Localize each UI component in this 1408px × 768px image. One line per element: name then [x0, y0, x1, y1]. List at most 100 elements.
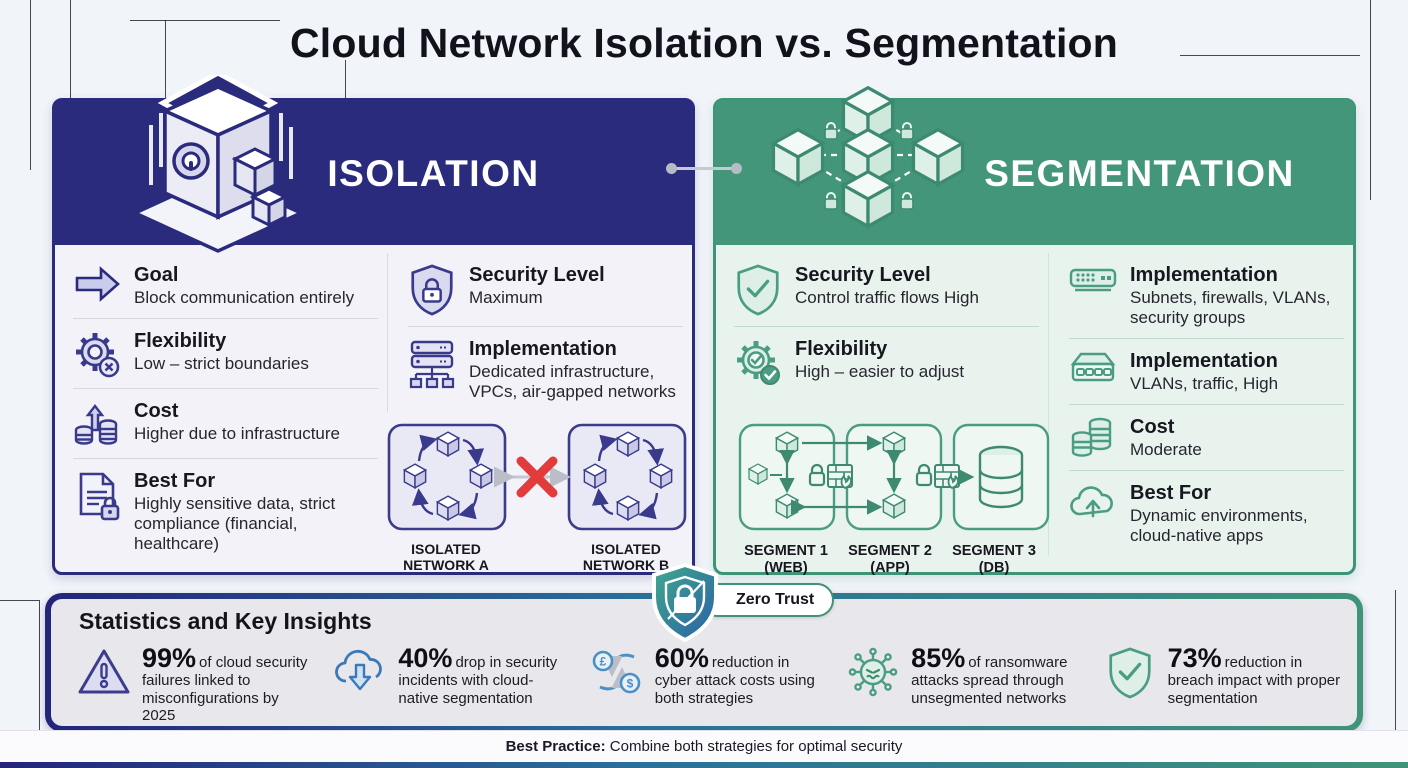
database-icon: [978, 445, 1024, 509]
feature-desc: VLANs, traffic, High: [1130, 374, 1279, 394]
segmentation-features-left: Security Level Control traffic flows Hig…: [734, 253, 1039, 396]
feature-desc: Subnets, firewalls, VLANs, security grou…: [1130, 288, 1331, 328]
isolation-panel: ISOLATION Goal Block communication entir…: [52, 75, 695, 575]
stat-incident-drop: 40%drop in security incidents with cloud…: [323, 645, 579, 725]
lock-icon: [915, 463, 933, 487]
panel-connector-line: [666, 163, 742, 174]
feature-title: Implementation: [1130, 350, 1278, 373]
isolated-network-b-label: ISOLATED NETWORK B: [582, 541, 670, 574]
feature-title: Implementation: [469, 338, 617, 360]
vault-safe-icon: [130, 75, 306, 253]
feature-best-for: Best For Highly sensitive data, strict c…: [73, 458, 378, 564]
segment-1-label: SEGMENT 1(WEB): [744, 543, 828, 576]
feature-flexibility: Flexibility High – easier to adjust: [734, 326, 1039, 396]
stat-text: 73%reduction in breach impact with prope…: [1167, 643, 1341, 707]
feature-title: Flexibility: [795, 338, 888, 360]
currency-exchange-icon: £ $: [592, 650, 641, 694]
stat-text: 60%reduction in cyber attack costs using…: [654, 643, 815, 707]
server-rack-icon: [409, 340, 455, 389]
bg-circuit-line: [165, 20, 166, 115]
firewall-icon: [934, 464, 960, 489]
isolation-features-left: Goal Block communication entirely Flexib…: [73, 253, 378, 564]
feature-goal: Goal Block communication entirely: [73, 253, 378, 318]
bg-circuit-line: [1395, 590, 1396, 760]
isolation-diagram: ISOLATED NETWORK A ISOLATED NETWORK B: [387, 423, 687, 573]
svg-text:£: £: [599, 655, 606, 669]
best-practice-text: Combine both strategies for optimal secu…: [605, 738, 903, 755]
feature-security-level: Security Level Control traffic flows Hig…: [734, 253, 1039, 326]
coins-stack-icon: [1071, 417, 1112, 457]
bottom-accent-bar: [0, 762, 1408, 768]
document-lock-icon: [79, 472, 120, 521]
firewall-icon: [827, 464, 853, 489]
cloud-up-icon: [1070, 486, 1113, 518]
feature-desc: Dynamic environments, cloud-native apps: [1130, 506, 1308, 546]
arrow-right-icon: [75, 266, 120, 302]
shield-check-badge-icon: [1108, 647, 1151, 699]
bg-circuit-line: [1180, 55, 1360, 56]
shield-lock-icon: [411, 264, 453, 316]
feature-title: Security Level: [795, 264, 931, 286]
feature-title: Best For: [1130, 482, 1212, 505]
segments-graphic: [738, 423, 1050, 531]
bg-circuit-line: [1370, 0, 1371, 200]
feature-best-for: Best For Dynamic environments, cloud-nat…: [1069, 470, 1344, 556]
segmentation-panel: SEGMENTATION Security Level Control traf…: [713, 86, 1356, 576]
feature-title: Security Level: [469, 264, 605, 286]
bg-circuit-line: [30, 0, 31, 170]
ransomware-virus-icon: [848, 647, 898, 697]
feature-implementation-1: Implementation Subnets, firewalls, VLANs…: [1069, 253, 1344, 338]
blocked-link: [494, 456, 571, 498]
feature-title: Goal: [134, 264, 179, 286]
isolation-title: ISOLATION: [327, 152, 540, 194]
stat-text: 40%drop in security incidents with cloud…: [398, 643, 558, 707]
page-title: Cloud Network Isolation vs. Segmentation: [289, 20, 1119, 66]
feature-desc: Low – strict boundaries: [134, 354, 309, 374]
feature-implementation-2: Implementation VLANs, traffic, High: [1069, 338, 1344, 404]
statistics-inner: Statistics and Key Insights 99%of cloud …: [51, 599, 1357, 726]
feature-title: Implementation: [1130, 264, 1278, 286]
isolated-networks-graphic: [387, 423, 687, 531]
segment-2-label: SEGMENT 2(APP): [848, 543, 932, 576]
bg-circuit-line: [130, 20, 280, 21]
feature-flexibility: Flexibility Low – strict boundaries: [73, 318, 378, 388]
zero-trust-label: Zero Trust: [700, 583, 835, 617]
feature-title: Best For: [134, 470, 216, 493]
feature-desc: Moderate: [1130, 440, 1202, 460]
statistics-header: Statistics and Key Insights: [79, 608, 372, 634]
connector-dot: [666, 163, 677, 174]
stat-text: 85%of ransomware attacks spread through …: [911, 643, 1068, 707]
warning-triangle-icon: [78, 649, 130, 694]
feature-desc: Higher due to infrastructure: [134, 424, 340, 444]
feature-title: Cost: [134, 400, 179, 423]
stat-text: 99%of cloud security failures linked to …: [142, 643, 308, 725]
segmentation-features-right: Implementation Subnets, firewalls, VLANs…: [1048, 253, 1344, 557]
svg-text:$: $: [626, 677, 633, 691]
feature-desc: Dedicated infrastructure, VPCs, air-gapp…: [469, 362, 676, 402]
isolated-network-a-label: ISOLATED NETWORK A: [403, 541, 489, 574]
feature-desc: Maximum: [469, 288, 543, 307]
cycle-network-b: [583, 431, 673, 521]
feature-title: Flexibility: [134, 330, 227, 353]
best-practice-footer: Best Practice: Combine both strategies f…: [0, 730, 1408, 762]
feature-title: Cost: [1130, 416, 1175, 439]
switch-device-icon: [1070, 352, 1116, 382]
best-practice-label: Best Practice:: [505, 738, 606, 755]
stat-ransomware: 85%of ransomware attacks spread through …: [836, 645, 1092, 725]
bg-circuit-line: [70, 0, 71, 120]
red-x-icon: [516, 456, 558, 498]
zero-trust-badge: Zero Trust: [648, 563, 848, 643]
gear-x-icon: [76, 333, 120, 378]
feature-cost: Cost Higher due to infrastructure: [73, 388, 378, 458]
bg-circuit-line: [0, 600, 40, 760]
feature-desc: Control traffic flows High: [795, 288, 979, 307]
feature-desc: High – easier to adjust: [795, 362, 965, 381]
zero-trust-shield-icon: [652, 563, 718, 643]
network-cubes-icon: [771, 86, 965, 228]
feature-desc: Highly sensitive data, strict compliance…: [134, 494, 336, 554]
stat-misconfigurations: 99%of cloud security failures linked to …: [67, 645, 323, 725]
coins-up-icon: [74, 404, 118, 445]
shield-check-icon: [737, 264, 779, 316]
cycle-network-a: [403, 431, 493, 521]
feature-desc: Block communication entirely: [134, 288, 355, 307]
